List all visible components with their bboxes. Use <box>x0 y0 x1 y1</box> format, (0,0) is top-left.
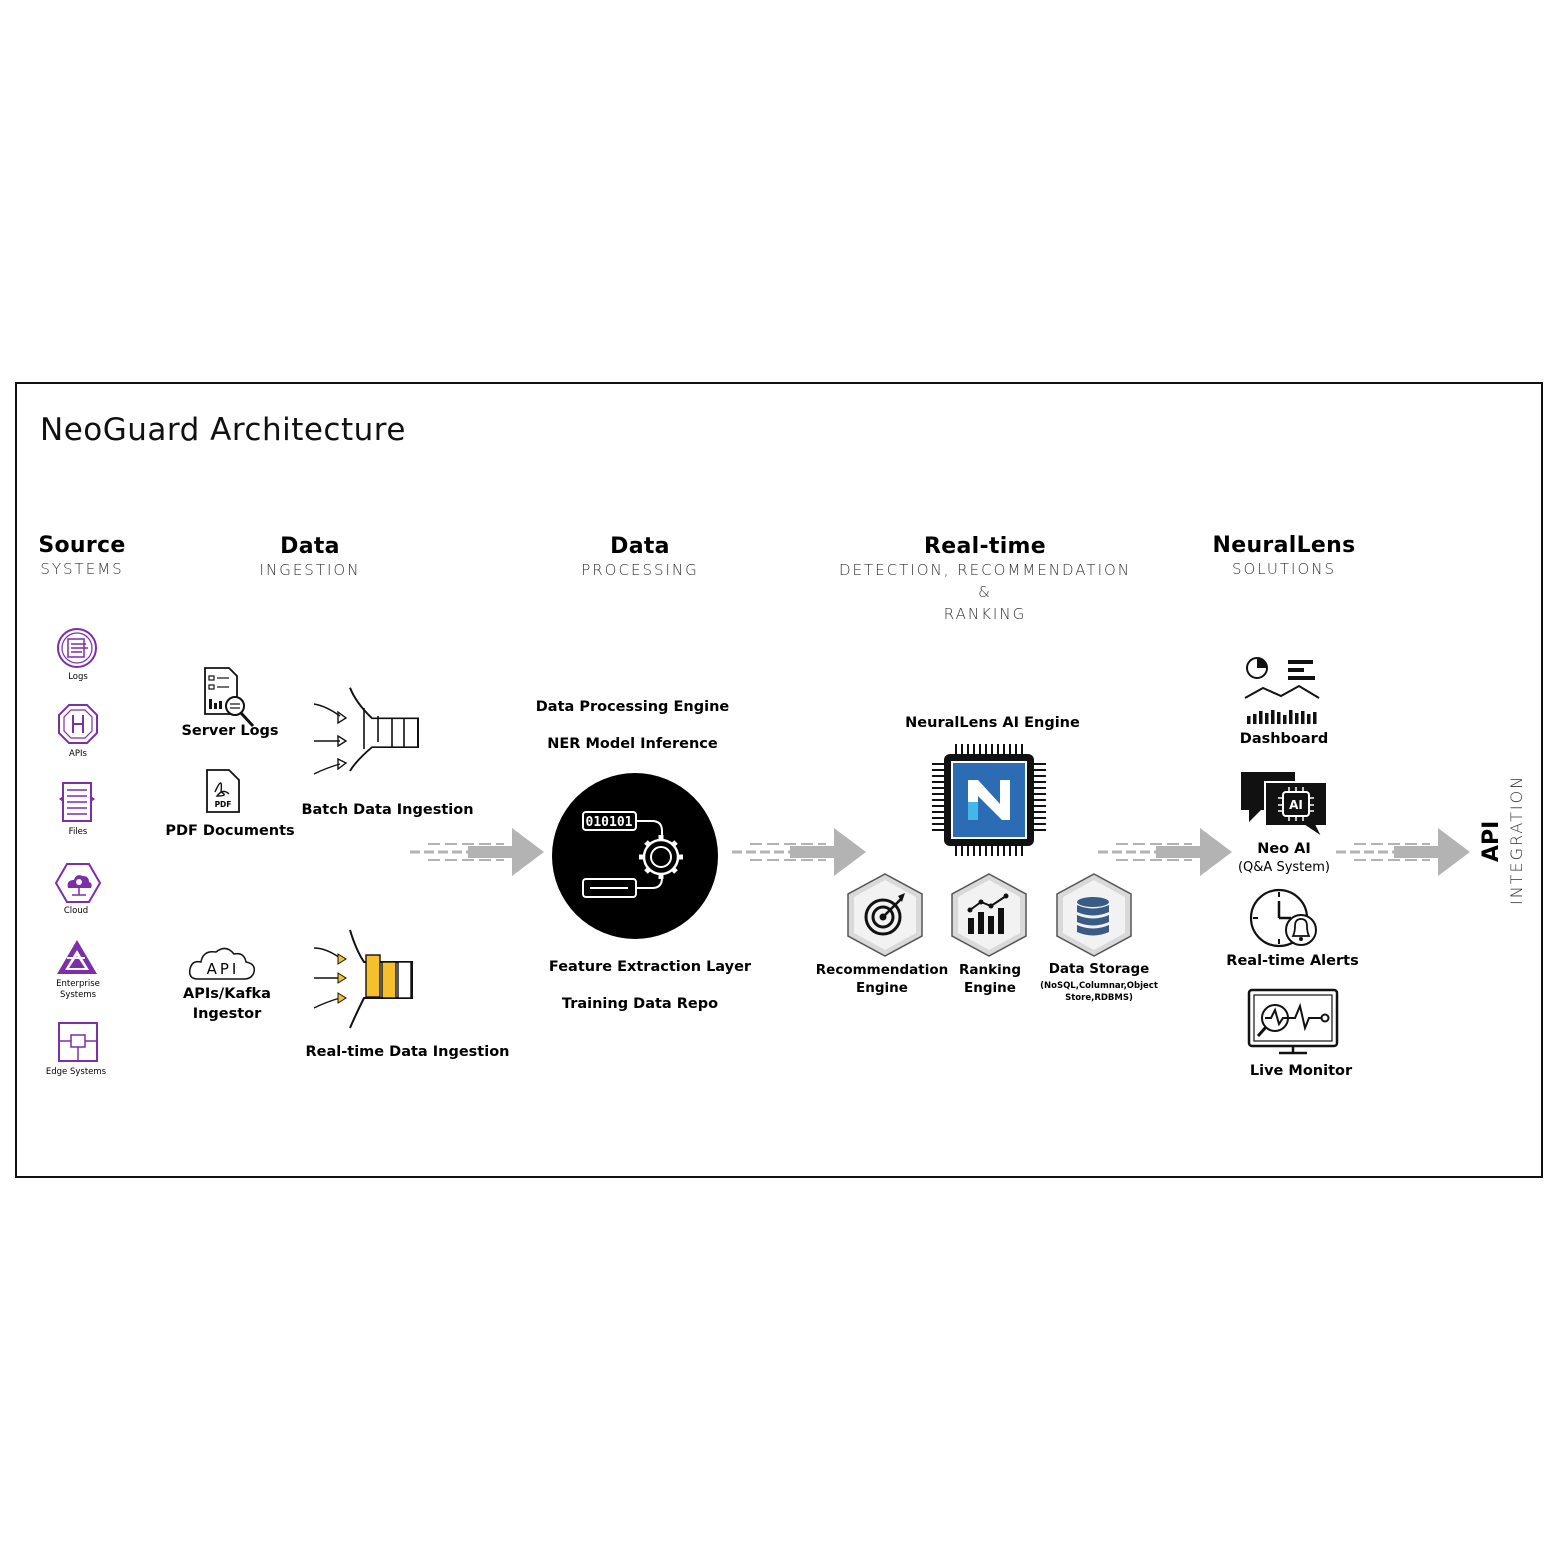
data-storage-icon <box>1055 872 1133 958</box>
binary-text: 010101 <box>586 815 633 830</box>
header-realtime-title: Real-time <box>830 534 1140 559</box>
header-solutions: NeuralLens SOLUTIONS <box>1204 533 1364 580</box>
source-cloud-label: Cloud <box>36 906 116 917</box>
storage-sub-line-2: Store,RDBMS) <box>1038 992 1160 1004</box>
storage-sub-line-1: (NoSQL,Columnar,Object <box>1038 980 1160 992</box>
ai-engine-label: NeuralLens AI Engine <box>900 715 1085 731</box>
dashboard-icon <box>1243 656 1323 726</box>
feature-extraction-label: Feature Extraction Layer <box>540 959 760 975</box>
enterprise-systems-icon <box>57 938 99 976</box>
header-processing-title: Data <box>560 534 720 559</box>
diagram-title: NeoGuard Architecture <box>40 412 406 448</box>
header-source: Source SYSTEMS <box>22 533 142 580</box>
header-source-title: Source <box>22 533 142 558</box>
neo-ai-label: Neo AI <box>1224 841 1344 857</box>
header-realtime: Real-time DETECTION, RECOMMENDATION & RA… <box>830 534 1140 625</box>
neo-ai-icon: AI <box>1239 770 1331 840</box>
integration-label: INTEGRATION <box>1507 775 1526 905</box>
ranking-engine-label: Ranking Engine <box>930 961 1050 997</box>
header-ingestion-sub: INGESTION <box>240 559 380 581</box>
batch-ingestion-label: Batch Data Ingestion <box>300 802 475 818</box>
flow-arrow-4 <box>1334 826 1474 880</box>
cloud-icon <box>55 862 101 906</box>
source-logs-label: Logs <box>38 672 118 683</box>
realtime-alerts-icon <box>1249 886 1321 950</box>
header-ingestion: Data INGESTION <box>240 534 380 581</box>
source-files-label: Files <box>38 827 118 838</box>
ai-chip-text: AI <box>1289 798 1303 812</box>
realtime-alerts-label: Real-time Alerts <box>1220 953 1365 969</box>
logs-icon <box>56 627 100 671</box>
pdf-icon: PDF <box>205 768 243 816</box>
ner-inference-label: NER Model Inference <box>530 736 735 752</box>
files-icon <box>59 781 97 825</box>
batch-funnel-icon <box>312 686 422 772</box>
neo-ai-sub-label: (Q&A System) <box>1224 860 1344 875</box>
header-ingestion-title: Data <box>240 534 380 559</box>
processing-engine-icon: 010101 <box>552 773 718 939</box>
header-realtime-sub-2: RANKING <box>830 603 1140 625</box>
header-processing-sub: PROCESSING <box>560 559 720 581</box>
apis-icon <box>57 703 99 747</box>
apis-kafka-label: APIs/Kafka Ingestor <box>167 984 287 1024</box>
api-label: API <box>1479 821 1504 862</box>
flow-arrow-1 <box>408 826 548 880</box>
header-processing: Data PROCESSING <box>560 534 720 581</box>
realtime-funnel-icon <box>312 928 422 1034</box>
edge-systems-icon <box>57 1021 99 1065</box>
header-realtime-sub-1: DETECTION, RECOMMENDATION & <box>830 559 1140 603</box>
source-enterprise-label: Enterprise Systems <box>38 979 118 1001</box>
source-edge-label: Edge Systems <box>36 1067 116 1078</box>
live-monitor-label: Live Monitor <box>1240 1063 1362 1079</box>
pdf-icon-text: PDF <box>215 800 232 809</box>
api-cloud-icon-text: API <box>207 960 240 978</box>
dashboard-label: Dashboard <box>1224 731 1344 747</box>
apis-kafka-line-2: Ingestor <box>167 1004 287 1024</box>
training-repo-label: Training Data Repo <box>540 996 740 1012</box>
recommendation-engine-icon <box>846 872 924 958</box>
realtime-ingestion-label: Real-time Data Ingestion <box>300 1044 515 1060</box>
header-source-sub: SYSTEMS <box>22 558 142 580</box>
server-logs-label: Server Logs <box>170 723 290 739</box>
ranking-line-1: Ranking <box>930 961 1050 979</box>
header-solutions-sub: SOLUTIONS <box>1204 558 1364 580</box>
data-storage-sub: (NoSQL,Columnar,Object Store,RDBMS) <box>1038 980 1160 1004</box>
source-apis-label: APIs <box>38 749 118 760</box>
ranking-engine-icon <box>950 872 1028 958</box>
ranking-line-2: Engine <box>930 979 1050 997</box>
processing-engine-label: Data Processing Engine <box>530 699 735 715</box>
api-cloud-icon: API <box>188 942 258 982</box>
pdf-documents-label: PDF Documents <box>160 823 300 839</box>
data-storage-label: Data Storage <box>1040 961 1158 977</box>
neurallens-chip-icon <box>930 742 1048 858</box>
header-solutions-title: NeuralLens <box>1204 533 1364 558</box>
apis-kafka-line-1: APIs/Kafka <box>167 984 287 1004</box>
live-monitor-icon <box>1247 988 1341 1058</box>
